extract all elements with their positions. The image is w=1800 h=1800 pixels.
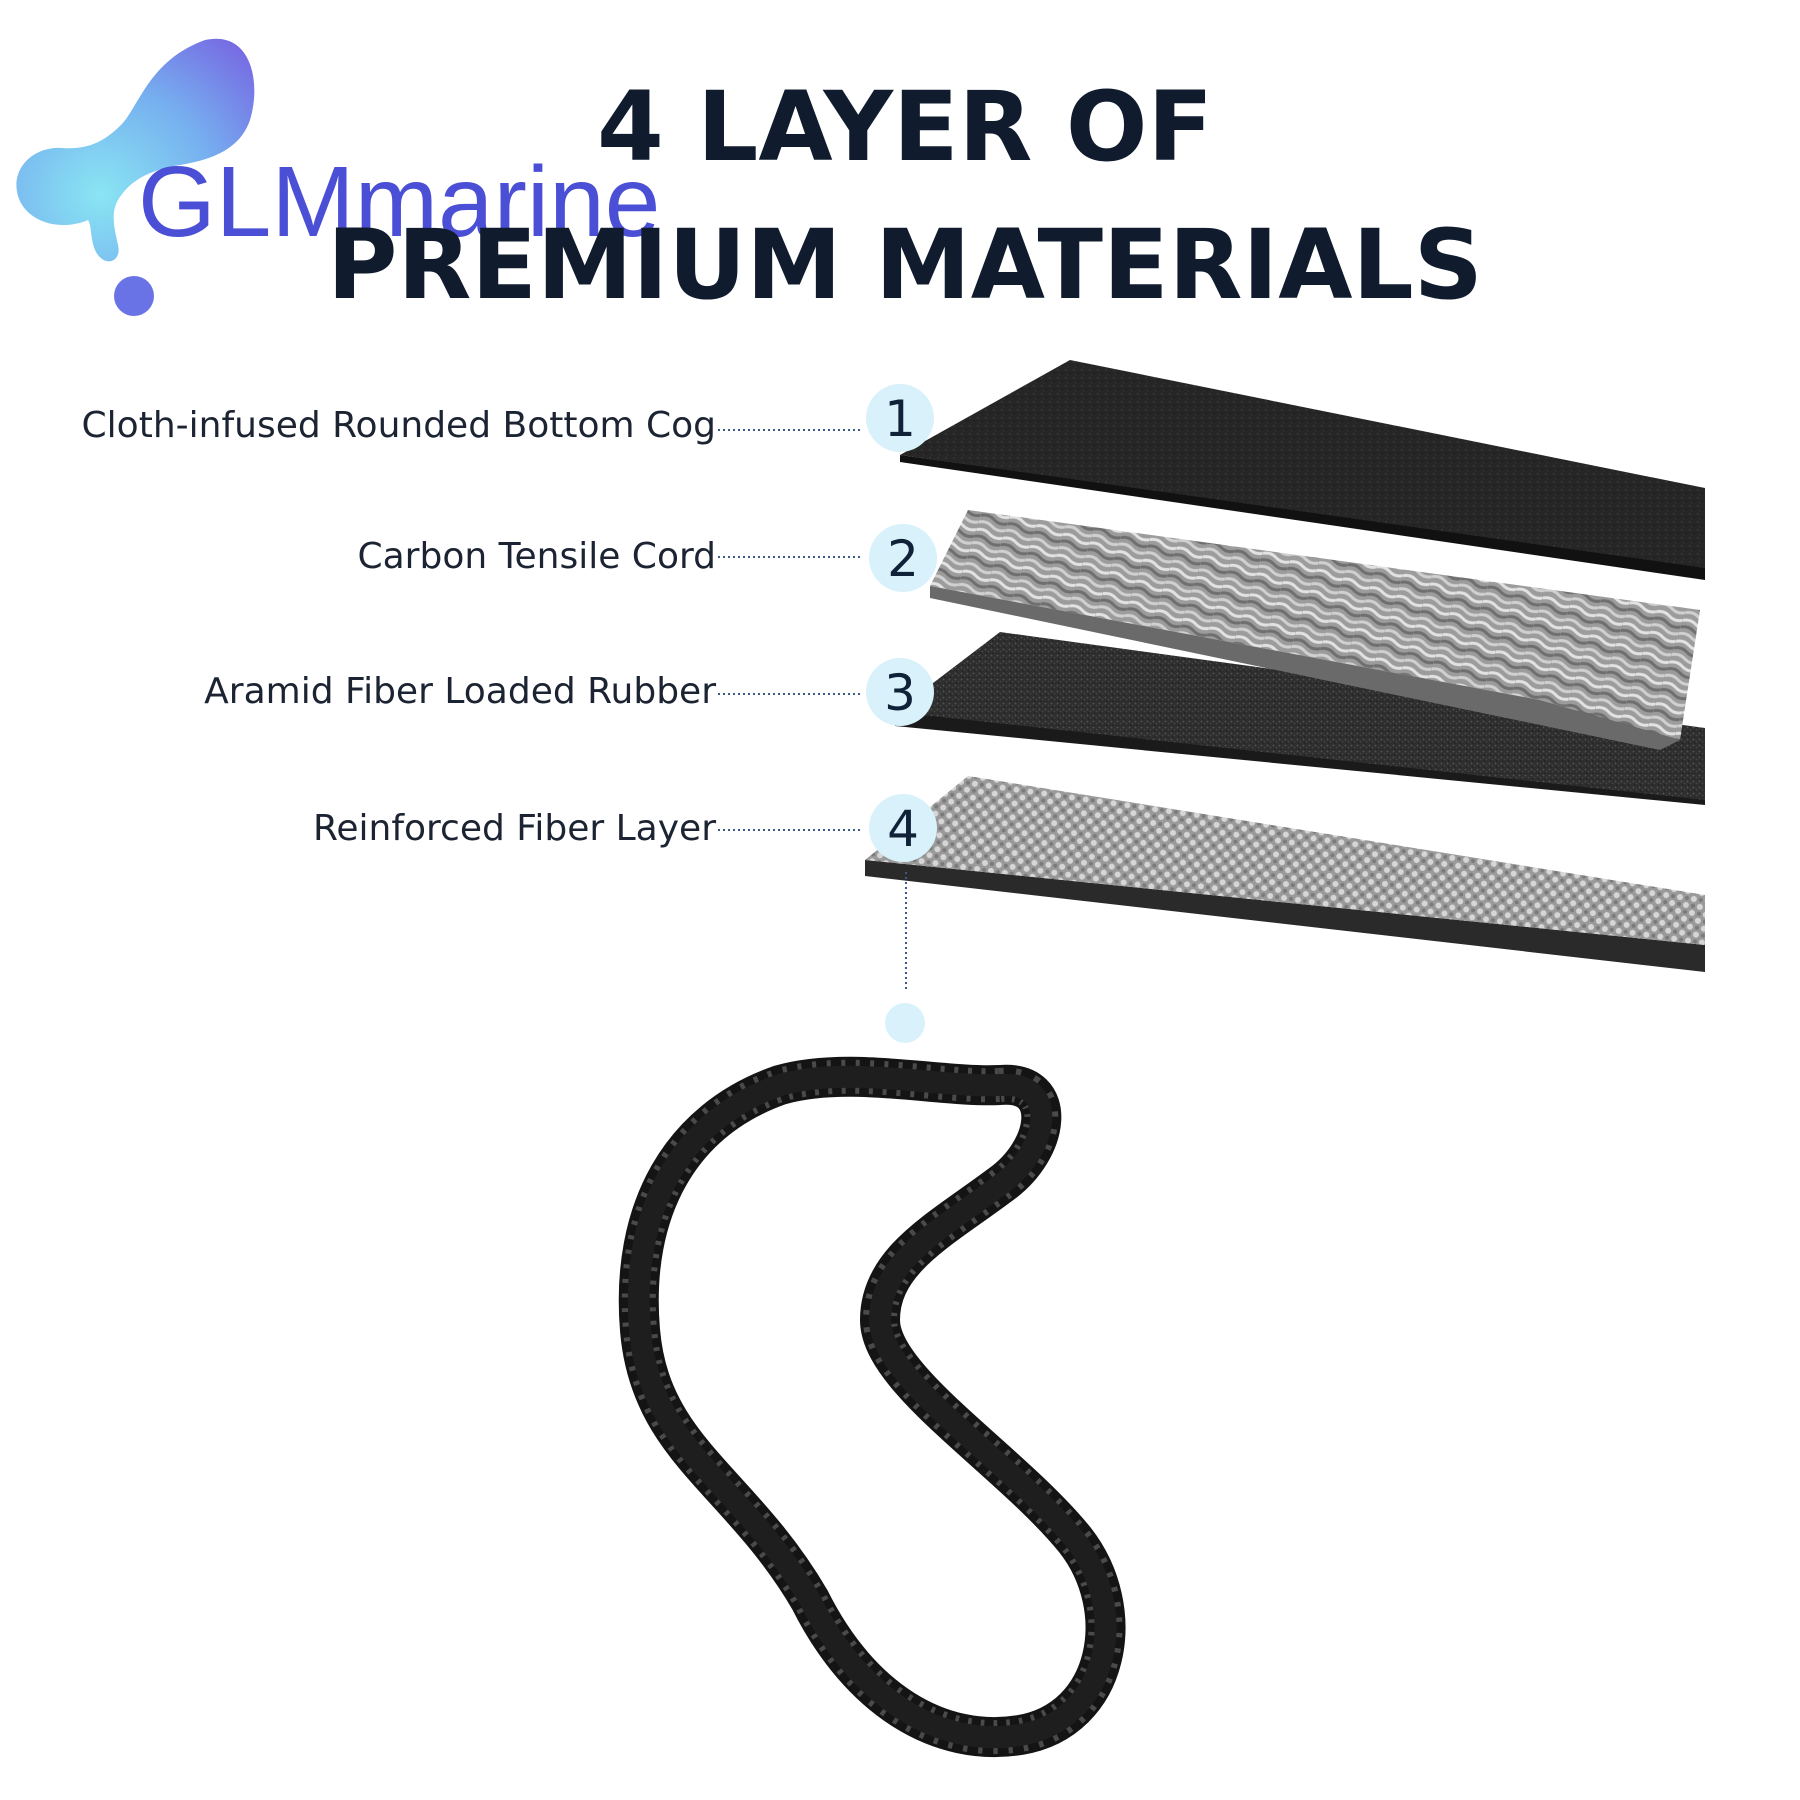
brand-logo: GLMmarine xyxy=(16,38,660,316)
layer-2-cords xyxy=(930,510,1700,750)
layer-callouts: Cloth-infused Rounded Bottom Cog 1 Carbo… xyxy=(82,384,937,1043)
belt-connector-dot xyxy=(885,1003,925,1043)
layers-illustration xyxy=(865,360,1705,972)
layer-4-fabric xyxy=(865,776,1705,972)
title-line-2: PREMIUM MATERIALS xyxy=(327,209,1483,321)
svg-text:1: 1 xyxy=(884,390,916,448)
layer-3-rubber xyxy=(895,632,1705,805)
logo-text: GLMmarine xyxy=(138,146,660,258)
layer-3-badge: 3 xyxy=(866,658,934,726)
layer-2-label: Carbon Tensile Cord xyxy=(357,536,716,577)
layer-4-label: Reinforced Fiber Layer xyxy=(313,808,716,849)
layer-1-badge: 1 xyxy=(866,384,934,452)
svg-text:2: 2 xyxy=(887,530,919,588)
title-line-1: 4 LAYER OF xyxy=(597,71,1213,183)
layer-4-badge: 4 xyxy=(869,794,937,862)
logo-drop-icon xyxy=(114,276,154,316)
svg-text:4: 4 xyxy=(887,800,919,858)
layer-3-label: Aramid Fiber Loaded Rubber xyxy=(204,671,716,712)
logo-blob-icon xyxy=(16,38,255,262)
layer-1-felt xyxy=(900,360,1705,580)
layer-2-badge: 2 xyxy=(869,524,937,592)
layer-1-label: Cloth-infused Rounded Bottom Cog xyxy=(82,405,716,446)
svg-text:3: 3 xyxy=(884,664,916,722)
belt-illustration xyxy=(618,1056,1126,1758)
